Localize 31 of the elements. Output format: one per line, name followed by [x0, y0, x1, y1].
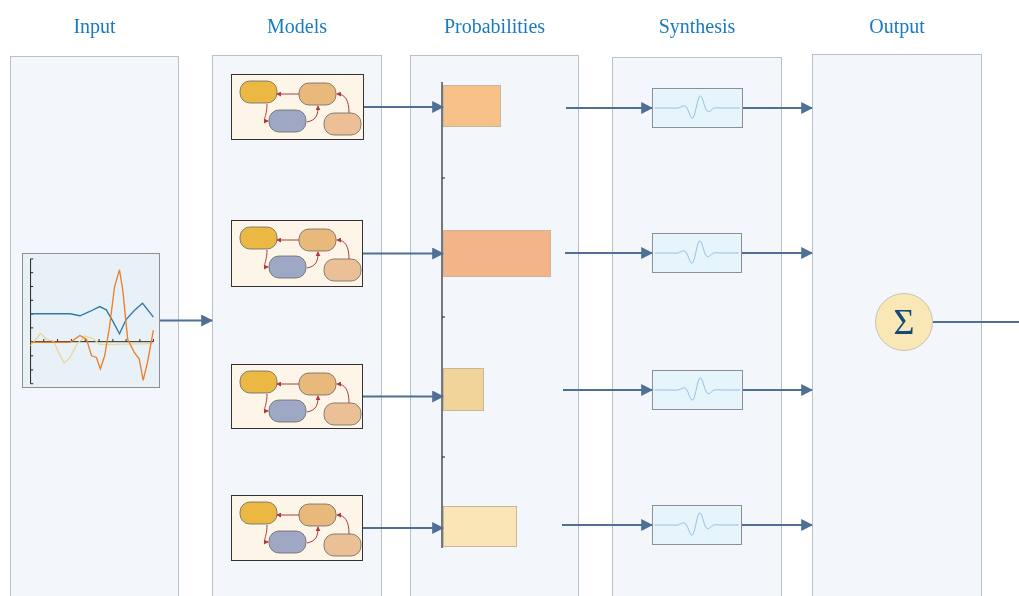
- column-heading: Input: [72, 14, 117, 38]
- arrow: [741, 247, 814, 259]
- arrow: [741, 519, 814, 531]
- arrow: [561, 519, 654, 531]
- column-heading: Probabilities: [442, 14, 547, 38]
- arrow: [362, 522, 445, 534]
- column-heading: Models: [266, 14, 328, 38]
- arrow: [363, 101, 445, 113]
- model-box: [231, 364, 363, 429]
- waveform-box: [652, 88, 743, 128]
- sigma-symbol: Σ: [893, 301, 915, 343]
- arrow: [159, 314, 214, 327]
- model-box: [231, 220, 363, 287]
- probability-bar: [443, 368, 484, 411]
- arrow: [565, 102, 654, 114]
- waveform-box: [652, 233, 742, 273]
- arrow: [742, 102, 814, 114]
- column-heading: Synthesis: [657, 14, 737, 38]
- arrow: [564, 247, 654, 259]
- probability-bar: [443, 506, 517, 547]
- probability-bar: [443, 230, 551, 277]
- waveform-box: [652, 370, 743, 410]
- column-heading: Output: [868, 14, 926, 38]
- probability-bar: [443, 85, 501, 127]
- arrow: [362, 247, 445, 260]
- arrow: [742, 384, 814, 396]
- arrow: [562, 384, 654, 396]
- model-box: [231, 74, 364, 140]
- arrow: [362, 390, 445, 403]
- waveform-box: [652, 505, 742, 545]
- model-box: [231, 495, 363, 561]
